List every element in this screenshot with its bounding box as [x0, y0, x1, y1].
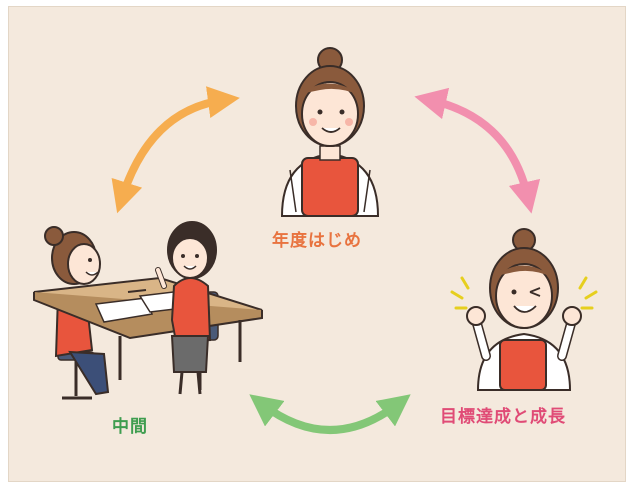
woman-start-illustration	[280, 47, 380, 217]
label-midterm: 中間	[112, 417, 148, 437]
label-start-of-year: 年度はじめ	[272, 231, 362, 251]
label-goal-achieved: 目標達成と成長	[440, 407, 566, 427]
arrow-green-icon	[249, 394, 411, 434]
woman-success-illustration	[450, 228, 598, 391]
meeting-illustration	[33, 221, 263, 400]
arrow-orange-icon	[111, 86, 240, 214]
arrow-pink-icon	[414, 87, 541, 214]
